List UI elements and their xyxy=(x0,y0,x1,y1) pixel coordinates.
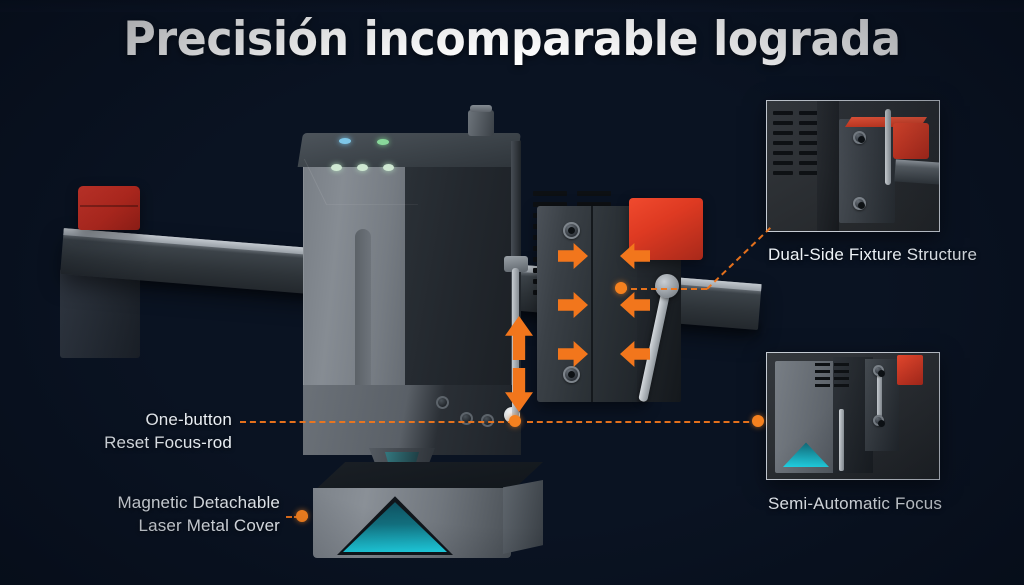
indicator-led xyxy=(331,164,342,171)
callout-label-semi-automatic-focus: Semi-Automatic Focus xyxy=(768,494,942,513)
connector-dot-dual-side xyxy=(615,282,627,294)
inset-1-rod xyxy=(885,109,891,185)
fixture-screw-top xyxy=(563,222,580,239)
inset-2-lever xyxy=(877,371,882,417)
inset-1-screw-bottom xyxy=(853,197,866,210)
arrow-right-icon xyxy=(558,292,588,318)
arrow-left-icon xyxy=(620,243,650,269)
connector-line-one-button xyxy=(240,421,514,423)
magnetic-detachable-cover xyxy=(313,462,543,558)
inset-2-screw-bottom xyxy=(873,415,885,427)
focus-rod-vertical-arrow xyxy=(505,316,533,412)
arrow-up-icon xyxy=(505,316,533,360)
inset-1-red-cap xyxy=(893,123,929,159)
inset-2-focus-rod xyxy=(839,409,844,471)
indicator-led xyxy=(357,164,368,171)
port-b xyxy=(460,412,473,425)
fixture-arrow-pair-middle xyxy=(558,292,650,318)
arrow-right-icon xyxy=(558,341,588,367)
inset-1-head-edge xyxy=(817,101,839,231)
indicator-led xyxy=(383,164,394,171)
arrow-left-icon xyxy=(620,341,650,367)
connector-line-dual-side-horizontal xyxy=(621,288,707,290)
callout-label-dual-side-fixture: Dual-Side Fixture Structure xyxy=(768,245,978,264)
top-band xyxy=(0,0,1024,12)
page-title: Precisión incomparable lograda xyxy=(123,12,901,67)
connector-dot-semi-auto xyxy=(752,415,764,427)
inset-2-screw-top xyxy=(873,365,885,377)
indicator-led-row xyxy=(331,164,394,171)
callout-label-one-button-reset: One-button Reset Focus-rod xyxy=(104,410,232,452)
arrow-right-icon xyxy=(558,243,588,269)
inset-1-vent xyxy=(773,109,819,185)
cable-connector xyxy=(468,105,494,136)
inset-2-vent xyxy=(815,361,849,391)
status-led-green xyxy=(377,139,389,145)
inset-1-rail xyxy=(894,159,939,185)
inset-panel-dual-side-fixture xyxy=(766,100,940,232)
port-a xyxy=(436,396,449,409)
gantry-left-post xyxy=(60,268,140,358)
inset-panel-semi-automatic-focus xyxy=(766,352,940,480)
arrow-left-icon xyxy=(620,292,650,318)
fixture-screw-bottom xyxy=(563,366,580,383)
callout-label-magnetic-cover: Magnetic Detachable Laser Metal Cover xyxy=(117,493,280,535)
fixture-arrow-pair-top xyxy=(558,243,650,269)
connector-line-semi-auto xyxy=(527,421,759,423)
inset-2-red-cap xyxy=(897,355,923,385)
arrow-down-icon xyxy=(505,368,533,412)
connector-line-dual-side-diagonal xyxy=(706,227,771,290)
fixture-arrow-pair-bottom xyxy=(558,341,650,367)
gantry-red-endcap xyxy=(78,186,140,230)
status-led-blue xyxy=(339,138,351,144)
inset-1-screw-top xyxy=(853,131,866,144)
clamp-lever-pivot[interactable] xyxy=(655,274,679,298)
connector-dot-one-button xyxy=(509,415,521,427)
cover-side-face xyxy=(503,480,543,554)
connector-dot-magnetic-cover xyxy=(296,510,308,522)
